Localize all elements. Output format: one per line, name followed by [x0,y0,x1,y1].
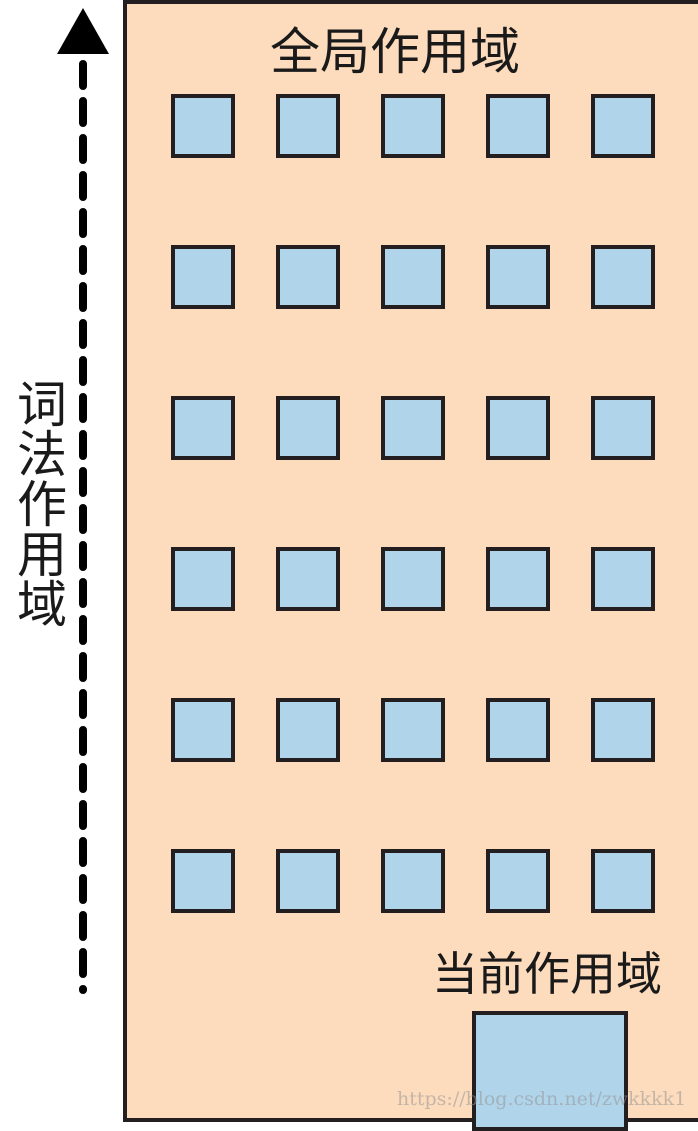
scope-window [381,396,445,460]
current-scope-door [472,1011,628,1131]
scope-window [381,547,445,611]
scope-window [171,849,235,913]
watermark: https://blog.csdn.net/zwkkkk1 [397,1088,687,1110]
scope-window [276,396,340,460]
global-scope-building: 全局作用域 当前作用域 [123,0,698,1131]
scope-window [381,698,445,762]
scope-window [276,547,340,611]
scope-window [591,698,655,762]
scope-window [276,849,340,913]
scope-window [486,396,550,460]
lexical-scope-arrow [57,8,109,994]
scope-window [276,245,340,309]
global-scope-title: 全局作用域 [270,23,520,81]
arrow-head [57,8,109,54]
scope-window [486,849,550,913]
scope-window [486,547,550,611]
scope-window [591,547,655,611]
scope-window [276,698,340,762]
scope-window [171,547,235,611]
scope-window [591,849,655,913]
scope-window [381,849,445,913]
scope-window [171,245,235,309]
current-scope-label: 当前作用域 [432,947,662,1001]
scope-window [381,94,445,158]
scope-window [591,94,655,158]
window-grid [171,94,655,913]
scope-window [591,245,655,309]
lexical-scope-label: 词法作用域 [9,378,67,628]
scope-window [171,698,235,762]
scope-window [486,698,550,762]
scope-window [276,94,340,158]
scope-window [171,94,235,158]
scope-window [171,396,235,460]
scope-window [591,396,655,460]
scope-window [381,245,445,309]
scope-window [486,94,550,158]
scope-window [486,245,550,309]
